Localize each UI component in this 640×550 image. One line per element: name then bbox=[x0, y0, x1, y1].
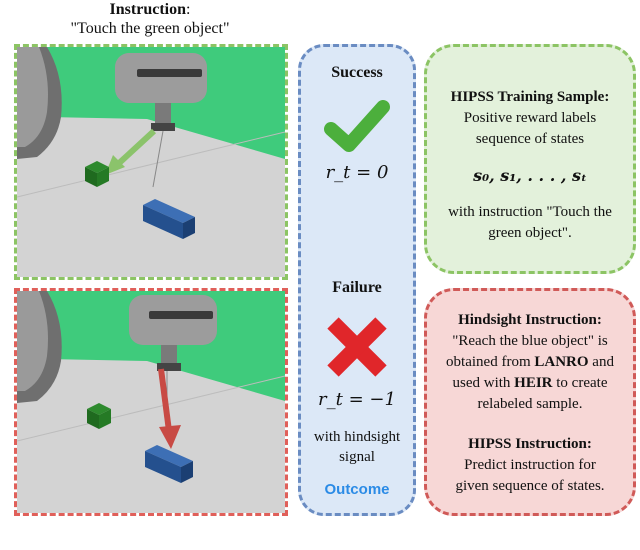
hindsight-line-1: "Reach the blue object" is bbox=[452, 333, 608, 349]
training-line-2: sequence of states bbox=[475, 131, 585, 147]
training-line-1: Positive reward labels bbox=[463, 110, 597, 126]
instruction-text: "Touch the green object" bbox=[70, 20, 230, 37]
hindsight-line-3-post: to create bbox=[552, 375, 608, 391]
failure-reward: r_t = −1 bbox=[318, 389, 396, 410]
failure-scene-render bbox=[17, 291, 285, 513]
hindsight-title: Hindsight Instruction: bbox=[458, 312, 602, 328]
hindsight-line-4: relabeled sample. bbox=[477, 396, 583, 412]
check-icon bbox=[301, 99, 413, 160]
hipss-title: HIPSS Instruction: bbox=[468, 436, 592, 452]
success-scene bbox=[14, 44, 288, 280]
heir-label: HEIR bbox=[514, 375, 553, 391]
hipss-line-2: given sequence of states. bbox=[455, 478, 605, 494]
success-reward: r_t = 0 bbox=[325, 162, 389, 183]
hindsight-line-3-pre: used with bbox=[452, 375, 515, 391]
instruction-title: Instruction bbox=[109, 1, 186, 18]
training-line-4: green object". bbox=[488, 225, 572, 241]
outcome-label: Outcome bbox=[324, 481, 390, 498]
hindsight-line-2-pre: obtained from bbox=[446, 354, 535, 370]
hindsight-box: Hindsight Instruction: "Reach the blue o… bbox=[424, 288, 636, 516]
outcome-panel: Success r_t = 0 Failure r_t = −1 with hi… bbox=[298, 44, 416, 516]
failure-scene bbox=[14, 288, 288, 516]
success-title: Success bbox=[331, 64, 383, 81]
instruction-header: Instruction: "Touch the green object" bbox=[0, 0, 300, 38]
instruction-title-colon: : bbox=[186, 1, 191, 18]
state-sequence: s₀, s₁, . . . , sₜ bbox=[473, 166, 587, 185]
hindsight-line-2-post: and bbox=[588, 354, 614, 370]
training-sample-box: HIPSS Training Sample: Positive reward l… bbox=[424, 44, 636, 274]
cross-icon bbox=[301, 315, 413, 384]
success-scene-render bbox=[17, 47, 285, 277]
hipss-line-1: Predict instruction for bbox=[464, 457, 596, 473]
hindsight-line-1: with hindsight bbox=[313, 429, 401, 445]
hindsight-line-2: signal bbox=[339, 449, 375, 465]
training-title: HIPSS Training Sample: bbox=[450, 89, 610, 105]
training-line-3: with instruction "Touch the bbox=[448, 204, 612, 220]
lanro-label: LANRO bbox=[534, 354, 589, 370]
failure-title: Failure bbox=[332, 279, 382, 296]
